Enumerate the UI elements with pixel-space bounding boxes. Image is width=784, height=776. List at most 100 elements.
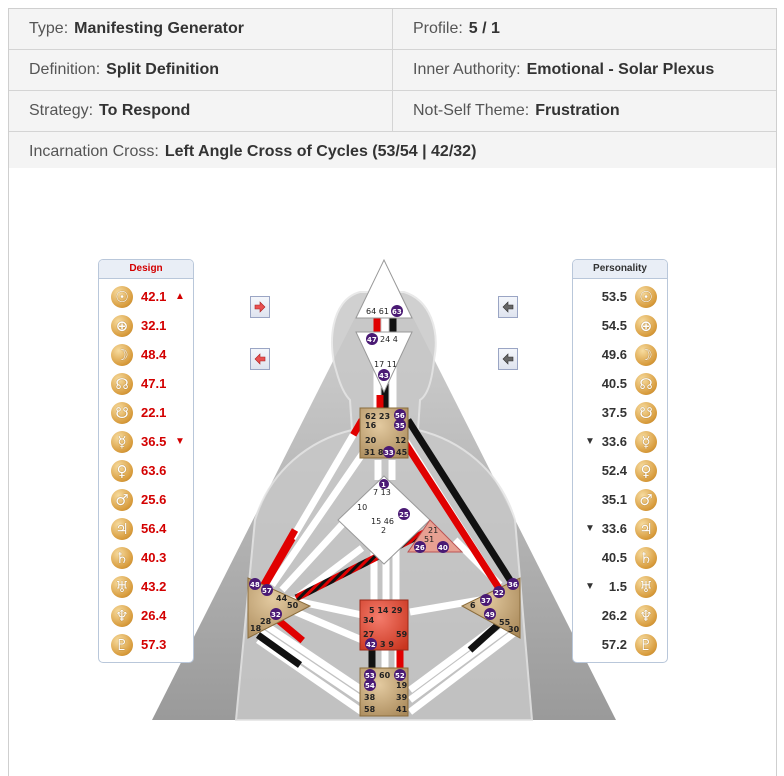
- design-row: ♂25.6: [99, 485, 195, 514]
- profile-cell: Profile: 5 / 1: [392, 9, 776, 49]
- personality-panel-title: Personality: [573, 260, 667, 279]
- definition-value: Split Definition: [106, 61, 220, 78]
- design-row: ⊕32.1: [99, 311, 195, 340]
- personality-gate-value: 37.5: [601, 405, 627, 420]
- personality-gate-value: 53.5: [601, 289, 627, 304]
- svg-text:30: 30: [508, 625, 520, 634]
- svg-text:62 23: 62 23: [365, 412, 390, 421]
- svg-text:53: 53: [365, 672, 375, 680]
- solar-plexus-center: [460, 577, 521, 639]
- personality-row: ☋37.5: [573, 398, 669, 427]
- moon-icon: ☽: [635, 343, 657, 366]
- svg-text:6: 6: [470, 601, 476, 610]
- svg-text:38: 38: [364, 693, 376, 702]
- type-value: Manifesting Generator: [74, 20, 244, 37]
- head-gates-label: 64 61: [366, 307, 389, 316]
- personality-row: ♂35.1: [573, 485, 669, 514]
- g-center: [337, 475, 431, 565]
- svg-text:60: 60: [379, 671, 391, 680]
- personality-gate-value: 52.4: [601, 463, 627, 478]
- svg-text:34: 34: [363, 616, 375, 625]
- svg-text:39: 39: [396, 693, 408, 702]
- svg-text:55: 55: [499, 618, 511, 627]
- type-cell: Type: Manifesting Generator: [9, 9, 392, 49]
- design-gate-value: 43.2: [141, 579, 167, 594]
- personality-gate-value: 40.5: [601, 376, 627, 391]
- north-node-icon: ☊: [635, 372, 657, 395]
- venus-icon: ♀: [111, 459, 133, 482]
- sun-icon: ☉: [111, 285, 133, 308]
- svg-text:63: 63: [392, 308, 402, 316]
- pluto-icon: ♇: [111, 633, 133, 656]
- design-prev-arrow-icon[interactable]: [250, 348, 270, 370]
- personality-next-arrow-icon[interactable]: [498, 348, 518, 370]
- svg-text:17 11: 17 11: [374, 360, 397, 369]
- svg-text:45: 45: [396, 448, 408, 457]
- personality-gate-value: 33.6: [601, 521, 627, 536]
- svg-text:37: 37: [481, 597, 491, 605]
- svg-text:44: 44: [276, 594, 288, 603]
- neptune-icon: ♆: [111, 604, 133, 627]
- north-node-icon: ☊: [111, 372, 133, 395]
- svg-text:40: 40: [438, 544, 448, 552]
- fixing-arrow-icon: ▼: [585, 436, 595, 447]
- design-row: ☉42.1▲: [99, 282, 195, 311]
- svg-text:1: 1: [381, 481, 386, 489]
- svg-text:3 9: 3 9: [380, 640, 394, 649]
- personality-row: ⊕54.5: [573, 311, 669, 340]
- sun-icon: ☉: [635, 285, 657, 308]
- fixing-arrow-icon: ▲: [175, 291, 185, 302]
- fixing-arrow-icon: ▼: [175, 436, 185, 447]
- properties-row-definition: Definition: Split Definition Inner Autho…: [9, 50, 776, 91]
- svg-text:36: 36: [508, 581, 518, 589]
- cross-cell: Incarnation Cross: Left Angle Cross of C…: [9, 132, 776, 172]
- strategy-cell: Strategy: To Respond: [9, 91, 392, 131]
- cross-label: Incarnation Cross:: [29, 143, 159, 160]
- personality-gate-value: 1.5: [608, 579, 627, 594]
- personality-gate-value: 40.5: [601, 550, 627, 565]
- authority-cell: Inner Authority: Emotional - Solar Plexu…: [392, 50, 776, 90]
- design-row: ☋ 22.1: [99, 398, 195, 427]
- design-gate-value: 40.3: [141, 550, 167, 565]
- svg-text:35: 35: [395, 422, 405, 430]
- head-center: [355, 258, 413, 319]
- personality-gate-value: 26.2: [601, 608, 627, 623]
- mercury-icon: ☿: [635, 430, 657, 453]
- earth-icon: ⊕: [635, 314, 657, 337]
- design-gate-value: 32.1: [141, 318, 167, 333]
- pluto-icon: ♇: [635, 633, 657, 656]
- south-node-icon: ☋: [111, 401, 133, 424]
- design-gate-value: 22.1: [141, 405, 167, 420]
- mars-icon: ♂: [635, 488, 657, 511]
- design-row: ☽ 48.4: [99, 340, 195, 369]
- svg-text:58: 58: [364, 705, 376, 714]
- svg-text:20: 20: [365, 436, 377, 445]
- svg-text:19: 19: [396, 681, 408, 690]
- fixing-arrow-icon: ▼: [585, 581, 595, 592]
- design-row: ♇ 57.3: [99, 630, 195, 659]
- svg-text:52: 52: [395, 672, 405, 680]
- design-next-arrow-icon[interactable]: [250, 296, 270, 318]
- design-gate-value: 48.4: [141, 347, 167, 362]
- svg-text:43: 43: [379, 372, 389, 380]
- saturn-icon: ♄: [635, 546, 657, 569]
- jupiter-icon: ♃: [111, 517, 133, 540]
- mars-icon: ♂: [111, 488, 133, 511]
- definition-label: Definition:: [29, 61, 101, 78]
- neptune-icon: ♆: [635, 604, 657, 627]
- svg-text:49: 49: [485, 611, 495, 619]
- design-row: ♆26.4: [99, 601, 195, 630]
- design-gate-value: 57.3: [141, 637, 167, 652]
- authority-label: Inner Authority:: [413, 61, 521, 78]
- personality-prev-arrow-icon[interactable]: [498, 296, 518, 318]
- design-gate-value: 47.1: [141, 376, 167, 391]
- uranus-icon: ♅: [111, 575, 133, 598]
- svg-text:42: 42: [366, 641, 376, 649]
- svg-text:7 13: 7 13: [373, 488, 391, 497]
- jupiter-icon: ♃: [635, 517, 657, 540]
- moon-icon: ☽: [111, 343, 133, 366]
- gate-47-marker: [366, 333, 378, 345]
- design-row: ♅ 43.2: [99, 572, 195, 601]
- personality-row: ♇57.2: [573, 630, 669, 659]
